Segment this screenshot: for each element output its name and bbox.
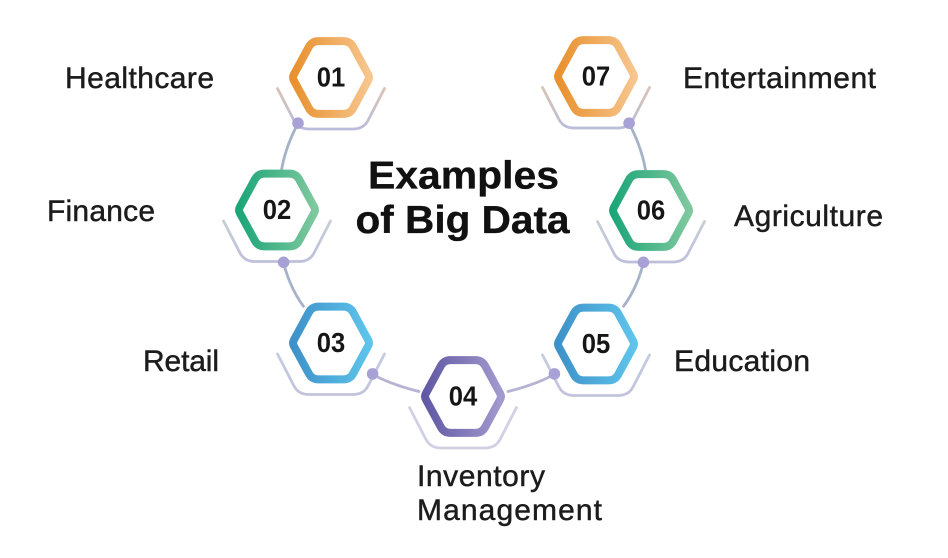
svg-text:Agriculture: Agriculture: [734, 200, 883, 233]
svg-text:04: 04: [449, 381, 478, 412]
svg-text:Examples: Examples: [368, 155, 559, 198]
svg-text:Education: Education: [674, 345, 810, 378]
svg-text:05: 05: [582, 328, 611, 359]
svg-text:of Big Data: of Big Data: [356, 199, 571, 242]
svg-text:Finance: Finance: [47, 195, 155, 228]
svg-text:06: 06: [637, 195, 666, 226]
svg-text:Healthcare: Healthcare: [65, 62, 214, 95]
svg-text:02: 02: [263, 194, 292, 225]
svg-text:03: 03: [317, 327, 346, 358]
svg-text:Retail: Retail: [143, 345, 219, 378]
svg-text:Entertainment: Entertainment: [683, 62, 877, 95]
svg-text:01: 01: [317, 62, 346, 93]
svg-text:Management: Management: [417, 494, 603, 527]
svg-text:Inventory: Inventory: [417, 460, 545, 493]
svg-text:07: 07: [582, 61, 611, 92]
